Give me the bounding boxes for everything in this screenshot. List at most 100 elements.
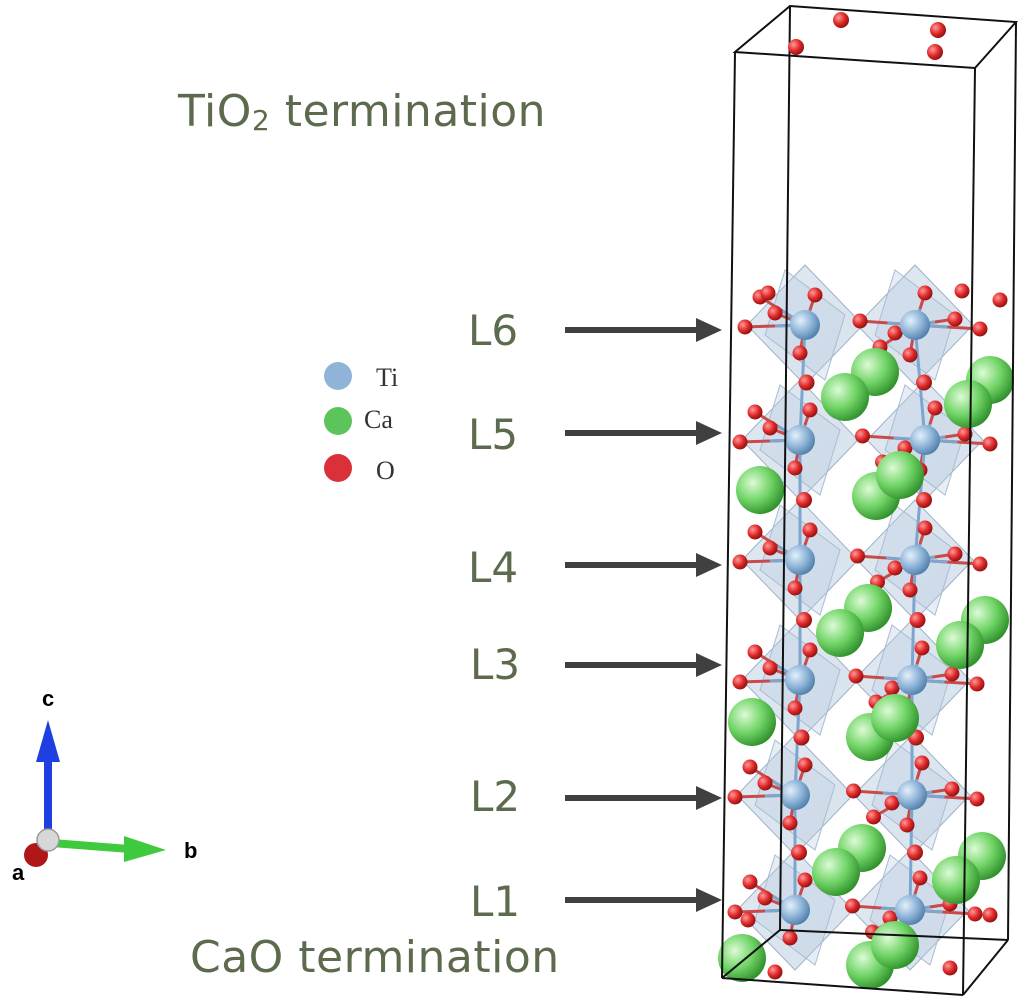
oxygen-atom xyxy=(757,775,773,791)
layer-arrowhead-5 xyxy=(696,421,722,445)
bottom-termination-label: CaO termination xyxy=(190,932,560,983)
oxygen-atom xyxy=(792,345,808,361)
titanium-atom xyxy=(900,545,930,575)
oxygen-atom xyxy=(742,759,758,775)
oxygen-atom xyxy=(866,809,881,825)
oxygen-atom xyxy=(982,436,998,452)
a-axis-label: a xyxy=(12,860,25,885)
oxygen-atom xyxy=(762,420,778,436)
layer-arrowhead-1 xyxy=(696,888,722,912)
oxygen-atom xyxy=(969,791,985,807)
oxygen-atom xyxy=(807,287,823,303)
oxygen-atom xyxy=(902,347,918,363)
oxygen-atom xyxy=(793,729,810,746)
oxygen-atom xyxy=(757,890,773,906)
oxygen-atom xyxy=(884,680,900,696)
oxygen-atom xyxy=(796,612,812,628)
oxygen-atom xyxy=(917,285,933,301)
calcium-atom xyxy=(871,921,919,969)
titanium-atom xyxy=(897,780,927,810)
oxygen-atom xyxy=(846,783,861,799)
oxygen-atom xyxy=(972,321,988,337)
oxygen-atom xyxy=(992,292,1008,308)
oxygen-atom xyxy=(914,640,930,656)
oxygen-atom xyxy=(787,460,803,476)
calcium-atom xyxy=(936,621,984,669)
oxygen-atom xyxy=(887,560,903,576)
oxygen-atom xyxy=(916,374,932,391)
oxygen-atom xyxy=(907,844,923,861)
layer-label-l2: L2 xyxy=(470,772,521,821)
oxygen-atom xyxy=(747,524,763,540)
oxygen-atom xyxy=(802,642,818,658)
calcium-atom xyxy=(944,380,992,428)
oxygen-atom xyxy=(798,374,815,391)
titanium-atom xyxy=(790,310,820,340)
oxygen-atom xyxy=(782,815,798,831)
oxygen-atom xyxy=(887,325,903,341)
oxygen-atom xyxy=(732,554,748,570)
oxygen-atom xyxy=(914,755,930,771)
oxygen-atom xyxy=(899,817,915,833)
ca-legend-label: Ca xyxy=(364,405,393,434)
oxygen-atom xyxy=(787,700,803,716)
top-oxygen-atoms xyxy=(788,12,946,60)
oxygen-atom xyxy=(912,870,928,886)
b-axis-label: b xyxy=(184,838,198,863)
oxygen-atom xyxy=(762,540,778,556)
oxygen-atom xyxy=(909,612,926,628)
oxygen-atom xyxy=(972,556,988,572)
titanium-atom xyxy=(895,895,925,925)
oxygen-atom xyxy=(742,874,758,890)
ti-legend-label: Ti xyxy=(376,363,399,392)
oxygen-atom xyxy=(796,492,812,508)
ca-legend-swatch xyxy=(324,407,352,435)
oxygen-atom xyxy=(917,520,933,536)
c-axis-label: c xyxy=(42,686,55,711)
oxygen-atom xyxy=(727,904,743,920)
calcium-atom xyxy=(728,698,776,746)
calcium-atom xyxy=(821,373,869,421)
top-termination-label: TiO2 termination xyxy=(178,86,547,137)
layer-label-l4: L4 xyxy=(468,543,519,592)
layer-label-l1: L1 xyxy=(470,877,521,926)
oxygen-atom xyxy=(942,960,958,976)
calcium-atom xyxy=(736,466,784,514)
oxygen-atom xyxy=(732,434,748,450)
axis-indicator xyxy=(24,720,166,867)
titanium-atom xyxy=(785,425,815,455)
oxygen-atom xyxy=(760,285,776,301)
oxygen-atom xyxy=(848,668,864,684)
titanium-atom xyxy=(897,665,927,695)
oxygen-atom xyxy=(902,582,918,598)
oxygen-atom xyxy=(954,283,970,299)
oxygen-atom xyxy=(747,644,763,660)
ti-legend-swatch xyxy=(324,362,352,390)
oxygen-atom xyxy=(727,789,743,805)
titanium-atom xyxy=(900,310,930,340)
oxygen-atom xyxy=(944,666,960,682)
oxygen-atom xyxy=(782,930,798,946)
oxygen-atom xyxy=(969,676,985,692)
oxygen-atom xyxy=(787,580,803,596)
oxygen-atom xyxy=(737,319,753,335)
titanium-atom xyxy=(910,425,940,455)
oxygen-atom xyxy=(762,660,778,676)
layer-arrowhead-6 xyxy=(696,318,722,342)
oxygen-atom xyxy=(797,872,813,888)
oxygen-atom xyxy=(855,428,870,444)
calcium-atom xyxy=(876,451,924,499)
layer-label-l3: L3 xyxy=(470,640,521,689)
oxygen-atom xyxy=(767,305,783,321)
oxygen-atom xyxy=(802,402,818,418)
oxygen-atom xyxy=(947,546,963,562)
oxygen-atom xyxy=(967,906,983,922)
oxygen-atom xyxy=(740,912,756,928)
oxygen-atom xyxy=(850,548,865,564)
titanium-atom xyxy=(785,545,815,575)
layer-arrowhead-2 xyxy=(696,786,722,810)
oxygen-atom xyxy=(732,674,748,690)
titanium-atom xyxy=(785,665,815,695)
oxygen-atom xyxy=(944,781,960,797)
oxygen-atom xyxy=(947,311,963,327)
